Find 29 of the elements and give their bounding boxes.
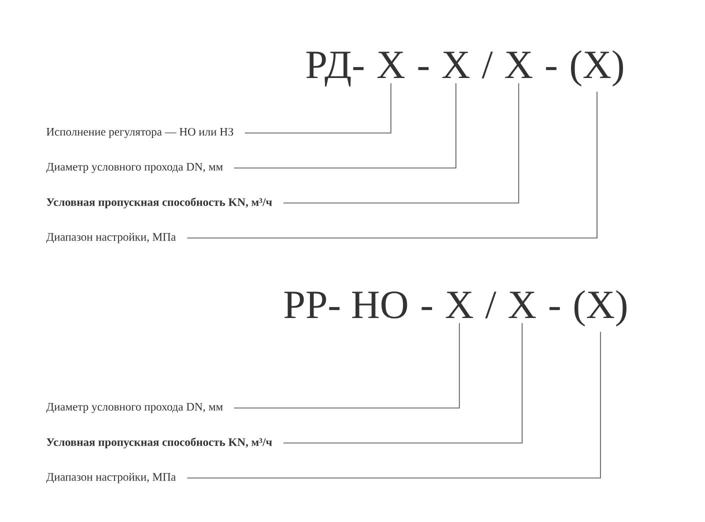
description-text: Диаметр условного прохода DN, мм (46, 402, 223, 413)
code-part: - (422, 307, 432, 310)
leader-line (186, 91, 598, 238)
leader-line (234, 82, 456, 168)
code-part: / (485, 292, 496, 318)
code-symbol: X (377, 52, 405, 78)
code-part: РД- (306, 52, 364, 86)
description-text: Диапазон настройки, МПа (46, 232, 176, 244)
code-part: / (482, 52, 493, 78)
code-part: - (418, 67, 429, 70)
leader-line (234, 322, 460, 408)
leader-line (283, 322, 523, 444)
description-text: Исполнение регулятора — НО или НЗ (46, 128, 234, 138)
description-text: Диапазон настройки, МПа (46, 472, 176, 484)
code-symbol: X (446, 292, 474, 318)
code-part: - (549, 307, 560, 310)
description-text: Диаметр условного прохода DN, мм (46, 162, 223, 173)
code-symbol: (X) (571, 50, 624, 86)
leader-line (186, 331, 601, 478)
description-text: Условная пропускная способность KN, м³/ч (46, 198, 272, 208)
code-symbol: (X) (574, 290, 626, 326)
code-part: РР- НО (284, 292, 408, 318)
code-symbol: X (508, 292, 536, 318)
code-symbol: X (442, 52, 470, 78)
code-symbol: X (505, 52, 532, 78)
leader-line (244, 82, 392, 134)
code-part: - (546, 67, 556, 70)
leader-line (283, 82, 520, 204)
description-text: Условная пропускная способность KN, м³/ч (46, 438, 272, 448)
